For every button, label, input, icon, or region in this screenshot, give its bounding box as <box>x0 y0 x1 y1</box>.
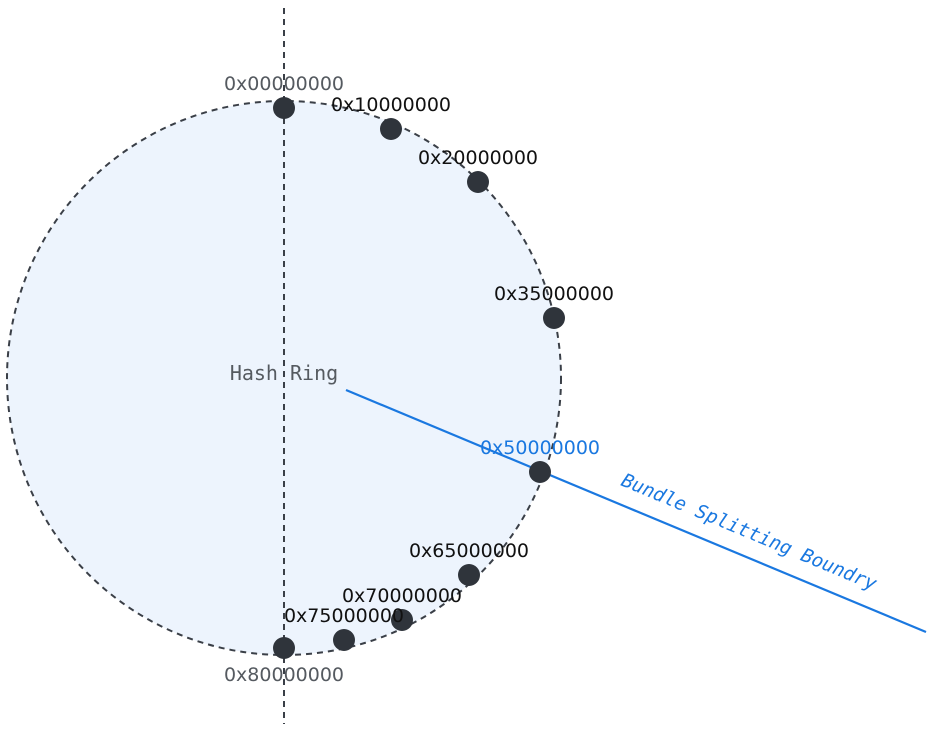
ring-node-0x80000000[interactable] <box>273 637 295 659</box>
ring-node-0x00000000[interactable] <box>273 97 295 119</box>
node-label-0x20000000: 0x20000000 <box>418 147 538 169</box>
ring-node-0x75000000[interactable] <box>333 629 355 651</box>
bundle-boundary-label: Bundle Splitting Boundry <box>618 469 880 595</box>
node-label-bottom: 0x80000000 <box>224 664 344 686</box>
ring-node-0x70000000[interactable] <box>391 609 413 631</box>
node-label-0x35000000: 0x35000000 <box>494 283 614 305</box>
bundle-boundary-line <box>345 388 927 634</box>
node-label-0x10000000: 0x10000000 <box>331 94 451 116</box>
ring-nodes <box>273 97 565 659</box>
node-label-0x50000000: 0x50000000 <box>480 437 600 459</box>
ring-node-0x20000000[interactable] <box>467 171 489 193</box>
node-label-0x65000000: 0x65000000 <box>409 540 529 562</box>
ring-node-0x10000000[interactable] <box>380 118 402 140</box>
ring-node-0x35000000[interactable] <box>543 307 565 329</box>
ring-node-0x50000000[interactable] <box>529 461 551 483</box>
hash-ring-label: Hash Ring <box>230 361 338 385</box>
node-label-top: 0x00000000 <box>224 73 344 95</box>
node-label-0x70000000: 0x70000000 <box>342 585 462 607</box>
ring-node-0x65000000[interactable] <box>458 564 480 586</box>
ring-node-labels: 0x00000000 0x10000000 0x20000000 0x35000… <box>224 73 614 686</box>
node-label-0x75000000: 0x75000000 <box>284 605 404 627</box>
